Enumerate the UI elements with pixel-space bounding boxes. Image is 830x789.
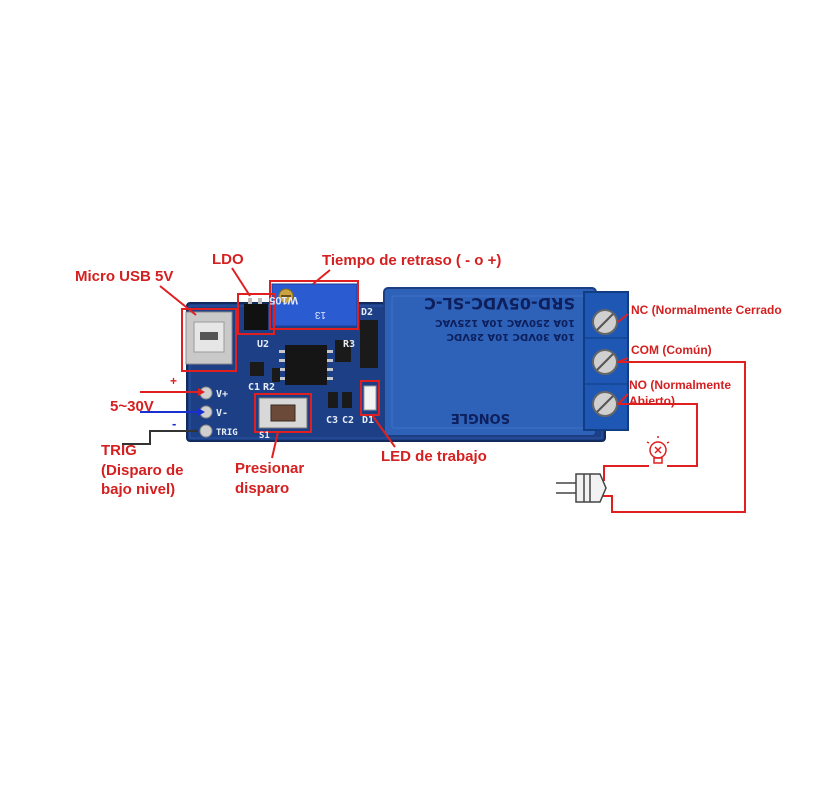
voltage-label: 5~30V [110,398,154,415]
micro-usb-connector [185,311,233,365]
trig-desc-line2: bajo nivel) [101,481,176,498]
delay-time-label: Tiempo de retraso ( - o +) [322,252,502,269]
power-plug-icon [556,473,607,503]
potentiometer [271,283,358,327]
usb-highlight-box [181,308,237,372]
pin-vplus-label: V+ [216,389,228,400]
nc-label: NC (Normalmente Cerrado [631,303,782,317]
leader-lines [159,267,629,459]
pot-highlight-box [269,280,359,330]
no-label-line1: NO (Normalmente [629,378,732,392]
c2-label: C2 [342,415,354,426]
relay-markings: SRD-05VDC-SL-C 10A 250VAC 10A 125VAC 10A… [424,294,575,425]
relay-body [383,287,597,437]
ldo-chip [244,298,268,330]
terminal-screw-no [592,391,618,417]
trig-label: TRIG [101,442,137,459]
ic-chip [279,345,333,385]
c1-label: C1 [248,382,260,393]
plus-sign: + [170,374,177,388]
ldo-label: LDO [212,251,244,268]
pin-vminus-label: V- [216,408,228,419]
s1-label: S1 [259,431,270,441]
ldo-highlight-box [237,293,275,335]
r3-label: R3 [343,339,355,350]
pin-trig-label: TRIG [216,428,238,438]
power-wires [122,388,205,445]
d1-label: D1 [362,415,374,426]
press-trigger-line1: Presionar [235,460,305,477]
trig-desc-line1: (Disparo de [101,462,184,479]
push-button [258,397,308,429]
minus-sign: - [172,416,176,431]
pot-num-label: 13 [314,309,326,320]
pot-code-label: W105 [269,294,298,306]
light-bulb-icon [646,436,670,464]
work-led [363,385,377,411]
work-led-label: LED de trabajo [381,448,487,465]
u2-label: U2 [257,339,269,350]
led-highlight-box [360,380,380,416]
highlight-boxes [181,280,380,433]
button-highlight-box [254,393,312,433]
smd-components [250,320,378,408]
terminal-screw-nc [592,309,618,335]
press-trigger-line2: disparo [235,480,290,497]
r2-label: R2 [263,382,275,393]
d2-label: D2 [361,307,373,318]
com-label: COM (Común) [631,343,712,357]
relay-brand: SONGLE [451,410,510,425]
micro-usb-label: Micro USB 5V [75,268,174,285]
board-silkscreen: V+ V- TRIG U2 C1 R2 S1 C3 C2 D1 D2 R3 W1… [216,294,374,441]
relay-rating-1: 10A 250VAC 10A 125VAC [435,317,575,328]
relay-rating-2: 10A 30VDC 10A 28VDC [447,331,575,342]
relay-model: SRD-05VDC-SL-C [424,294,575,313]
no-label-line2: Abierto) [629,394,675,408]
terminal-screw-com [592,349,618,375]
c3-label: C3 [326,415,338,426]
